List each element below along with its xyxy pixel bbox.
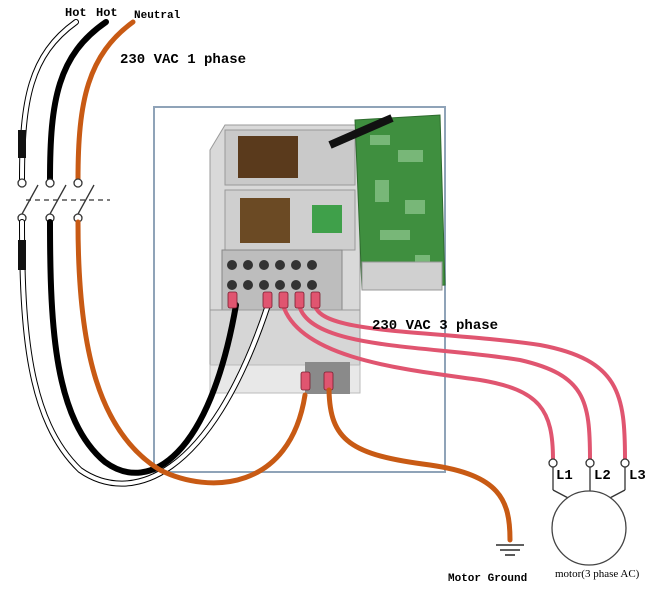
label-output-supply: 230 VAC 3 phase	[372, 318, 499, 334]
label-terminal-l1: L1	[556, 468, 573, 484]
switch-to-drive-wires	[18, 219, 308, 487]
neutral-wire	[75, 19, 136, 183]
motor-ground-wire	[326, 387, 513, 543]
label-motor: motor(3 phase AC)	[555, 568, 640, 580]
input-wires	[18, 19, 136, 183]
terminal-screws	[227, 260, 317, 290]
wire-sleeve-bottom	[18, 240, 26, 270]
label-hot-2: Hot	[96, 6, 118, 20]
label-terminal-l2: L2	[594, 468, 611, 484]
motor-leads	[281, 303, 627, 462]
lead-l1	[281, 303, 555, 462]
motor-terminals	[548, 458, 630, 501]
label-terminal-l3: L3	[629, 468, 646, 484]
ground-symbol	[496, 544, 524, 556]
label-input-supply: 230 VAC 1 phase	[120, 52, 247, 68]
disconnect-switch	[17, 178, 110, 223]
wire-sleeve-top	[18, 130, 26, 158]
motor-circle	[551, 490, 627, 566]
label-hot-1: Hot	[65, 6, 87, 20]
hot2-wire	[47, 19, 109, 183]
neutral-wire-lower	[75, 219, 308, 486]
wire-lugs	[227, 291, 334, 391]
hot2-wire-lower	[47, 219, 239, 476]
label-neutral: Neutral	[134, 10, 181, 22]
label-motor-ground: Motor Ground	[448, 573, 528, 585]
lead-l3	[313, 303, 627, 462]
lead-l2	[297, 303, 592, 462]
